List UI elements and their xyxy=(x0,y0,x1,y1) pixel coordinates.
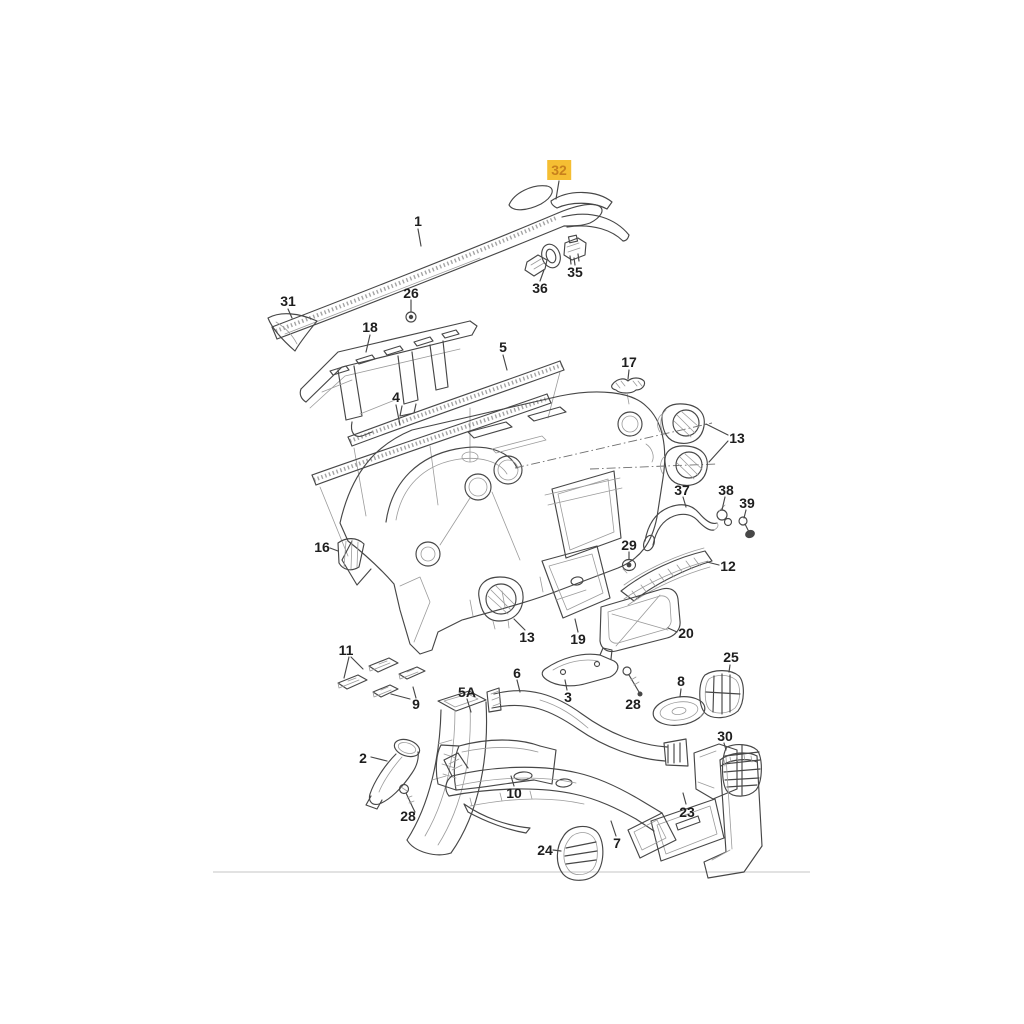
part-number-13-center[interactable]: 13 xyxy=(519,629,535,645)
part-number-28-lower[interactable]: 28 xyxy=(400,808,416,824)
part-6-long-duct xyxy=(486,687,689,767)
part-number-38[interactable]: 38 xyxy=(718,482,734,498)
part-number-17[interactable]: 17 xyxy=(621,354,637,370)
part-number-9[interactable]: 9 xyxy=(412,696,420,712)
part-number-32[interactable]: 32 xyxy=(547,160,571,180)
part-4-trim-strip xyxy=(311,393,552,557)
part-number-18[interactable]: 18 xyxy=(362,319,378,335)
part-17-clamp xyxy=(611,377,646,405)
part-8-cover xyxy=(652,696,706,726)
part-number-28-upper[interactable]: 28 xyxy=(625,696,641,712)
part-number-7[interactable]: 7 xyxy=(613,835,621,851)
part-number-6[interactable]: 6 xyxy=(513,665,521,681)
part-28-screw-lower xyxy=(398,783,416,813)
part-number-4[interactable]: 4 xyxy=(392,389,400,405)
part-23-rear-duct xyxy=(650,752,763,879)
part-16-bracket xyxy=(337,538,365,571)
part-19-side-panel xyxy=(541,545,611,619)
part-number-2[interactable]: 2 xyxy=(359,750,367,766)
part-39-plug xyxy=(738,516,755,539)
part-number-3[interactable]: 3 xyxy=(564,689,572,705)
part-number-10[interactable]: 10 xyxy=(506,785,522,801)
leader-lines xyxy=(287,180,747,852)
part-number-8[interactable]: 8 xyxy=(677,673,685,689)
part-13-right-vents xyxy=(657,403,708,486)
part-36-grommet xyxy=(524,243,561,277)
part-number-30[interactable]: 30 xyxy=(717,728,733,744)
part-number-13-right[interactable]: 13 xyxy=(729,430,745,446)
part-24-grille xyxy=(556,825,604,881)
part-37-hose xyxy=(642,504,719,552)
part-number-23[interactable]: 23 xyxy=(679,804,695,820)
part-number-26[interactable]: 26 xyxy=(403,285,419,301)
part-number-16[interactable]: 16 xyxy=(314,539,330,555)
part-number-29[interactable]: 29 xyxy=(621,537,637,553)
part-number-12[interactable]: 12 xyxy=(720,558,736,574)
part-5-trim-strip xyxy=(347,360,565,517)
part-25-vent xyxy=(699,670,744,719)
part-11-switch-blanks xyxy=(337,657,426,698)
part-number-1[interactable]: 1 xyxy=(414,213,422,229)
part-32-trim-piece xyxy=(508,185,613,211)
part-35-retainer xyxy=(563,234,587,265)
part-5a-center-duct xyxy=(406,690,488,856)
part-number-35[interactable]: 35 xyxy=(567,264,583,280)
part-dashboard-body xyxy=(339,391,717,655)
part-number-20[interactable]: 20 xyxy=(678,625,694,641)
part-number-5A[interactable]: 5A xyxy=(458,684,476,700)
part-number-25[interactable]: 25 xyxy=(723,649,739,665)
part-28-screw-upper xyxy=(622,666,643,697)
part-1-windscreen-cowl xyxy=(271,203,630,340)
part-7-floor-duct xyxy=(443,752,677,859)
part-number-31[interactable]: 31 xyxy=(280,293,296,309)
part-3-bracket xyxy=(541,647,619,687)
part-number-39[interactable]: 39 xyxy=(739,495,755,511)
part-20-frame xyxy=(599,587,681,653)
part-12-defroster-grille xyxy=(620,547,713,606)
part-2-side-duct xyxy=(365,738,421,810)
part-number-5[interactable]: 5 xyxy=(499,339,507,355)
part-number-24[interactable]: 24 xyxy=(537,842,553,858)
part-number-11[interactable]: 11 xyxy=(338,642,354,658)
part-number-19[interactable]: 19 xyxy=(570,631,586,647)
part-number-36[interactable]: 36 xyxy=(532,280,548,296)
part-13-center-vent xyxy=(478,576,524,630)
part-number-37[interactable]: 37 xyxy=(674,482,690,498)
